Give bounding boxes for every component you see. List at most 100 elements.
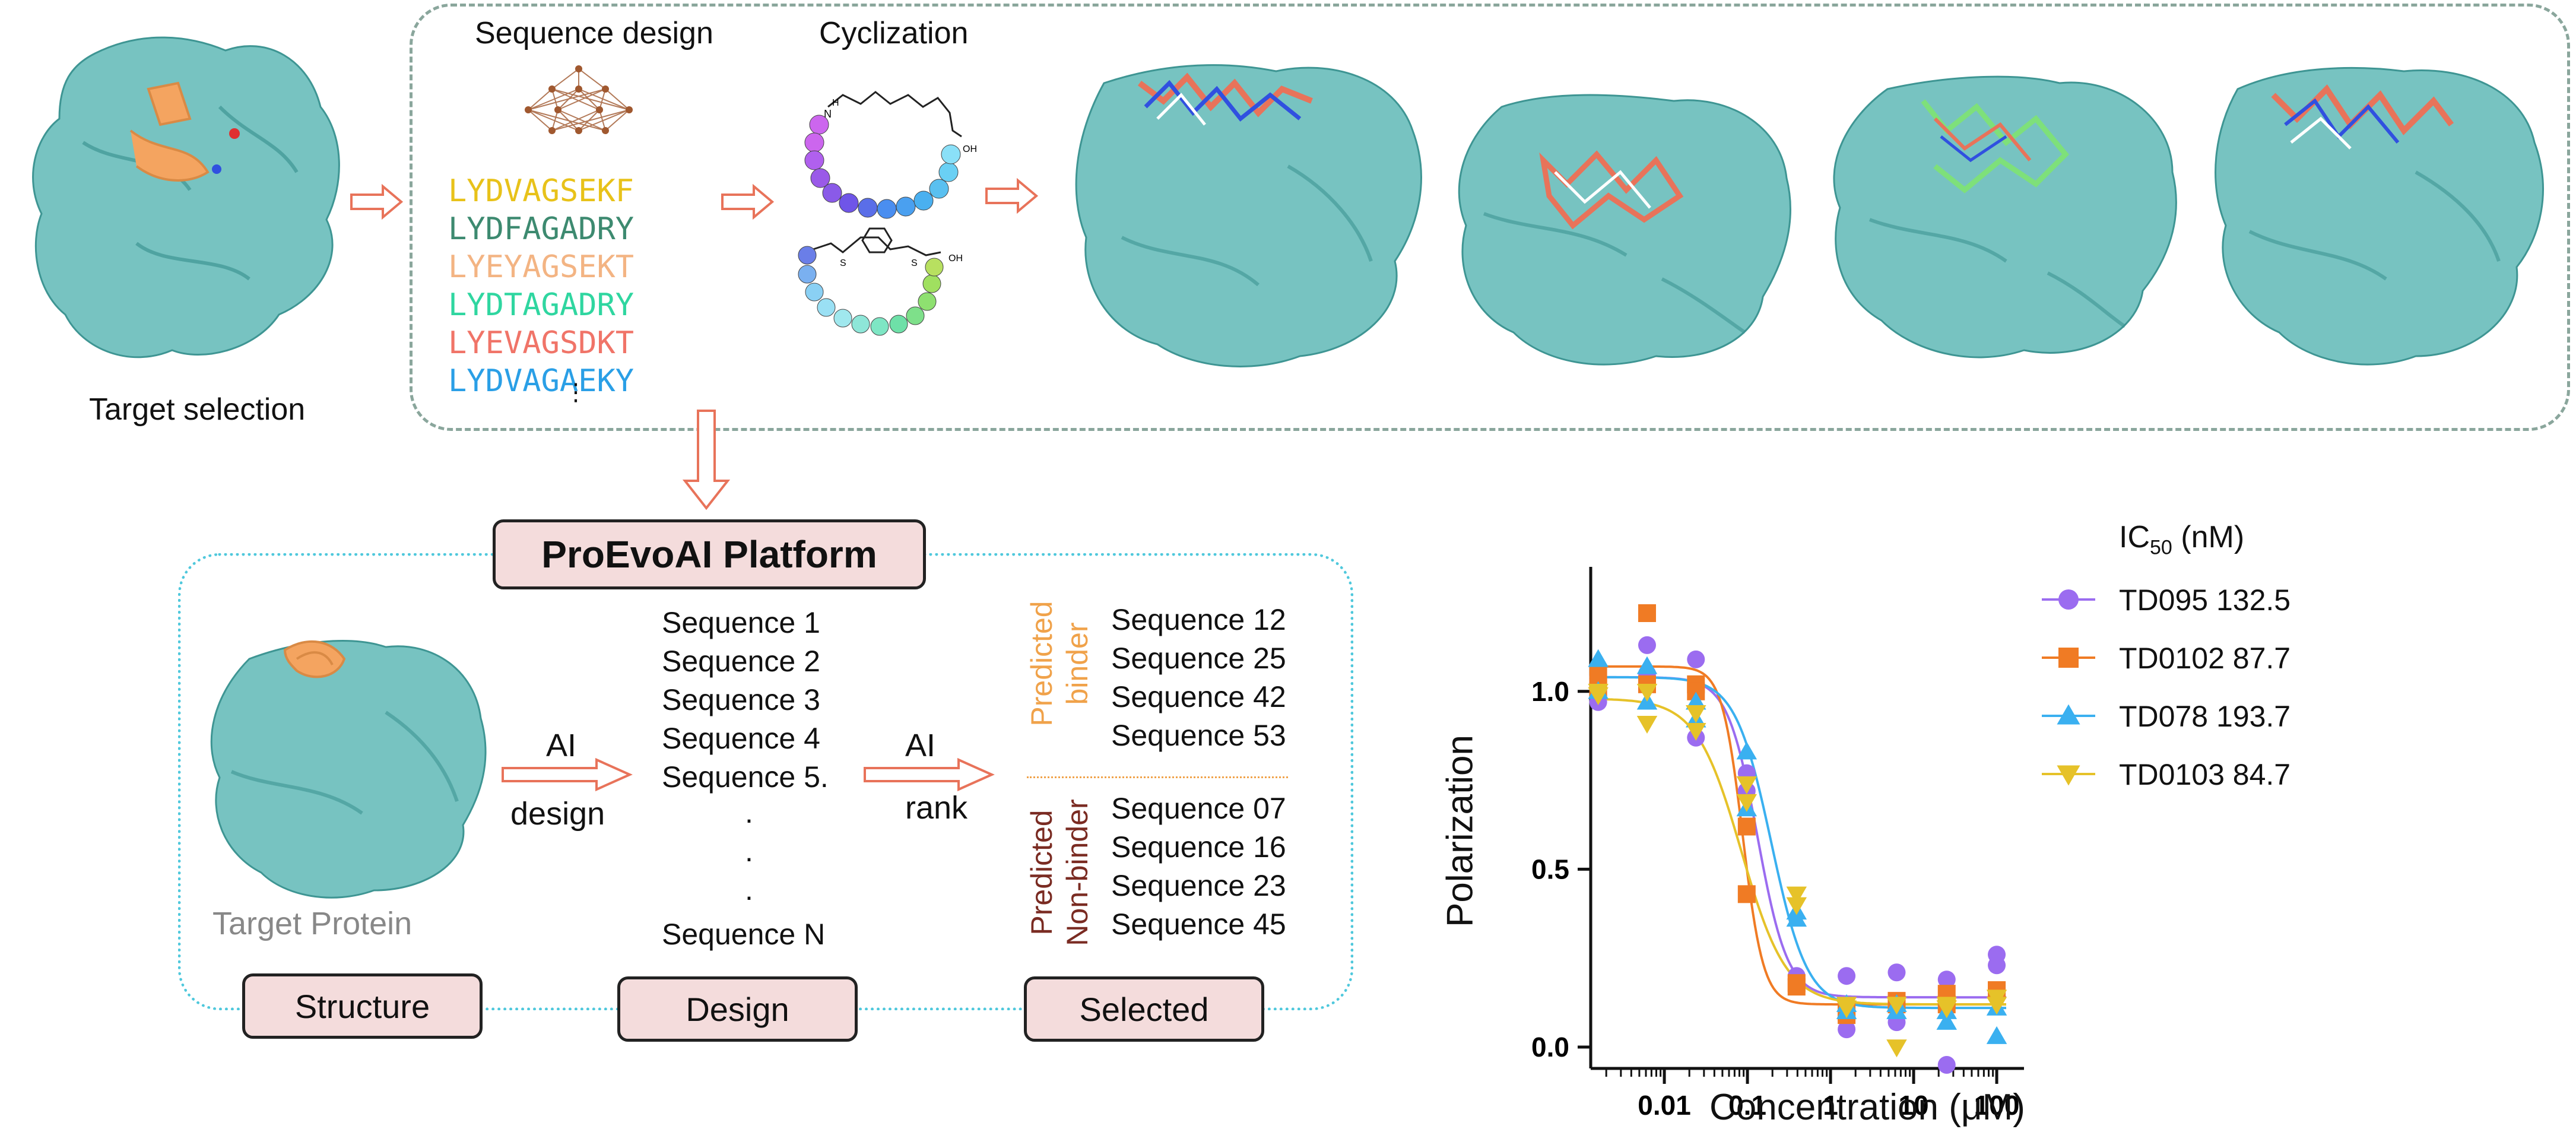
data-point-TD0103	[1836, 1000, 1857, 1019]
data-point-TD0103	[1686, 705, 1706, 724]
platform-title-badge: ProEvoAI Platform	[493, 519, 926, 589]
sequence-1: LYDFAGADRY	[448, 211, 635, 247]
docked-structure-4	[2215, 66, 2544, 366]
docked-structure-3	[1833, 75, 2177, 359]
data-point-TD0102	[1638, 604, 1656, 622]
data-point-TD078	[1636, 656, 1658, 674]
chem-oh-1: OH	[963, 144, 977, 154]
fit-curve-TD0103	[1590, 697, 2006, 1006]
chem-h: H	[832, 98, 839, 108]
legend-marker-TD0103	[2057, 765, 2080, 786]
predicted-binder-line1: Predicted	[1025, 601, 1058, 727]
legend-title-sub: 50	[2150, 536, 2172, 559]
target-protein-image	[210, 640, 487, 899]
y-tick-label: 0.5	[1531, 854, 1569, 884]
ai-rank-rank: rank	[905, 790, 968, 826]
chem-n: N	[824, 108, 832, 120]
data-point-TD0103	[1736, 794, 1757, 812]
sequence-list-item: Sequence 4	[662, 722, 820, 755]
nonbinder-sequence: Sequence 23	[1111, 869, 1286, 902]
chem-s-2: S	[911, 258, 918, 268]
predicted-nonbinder-line2: Non-binder	[1061, 799, 1094, 946]
sequence-list-item: Sequence 5.	[662, 760, 829, 794]
data-point-TD0102	[1737, 885, 1756, 903]
data-point-TD0103	[1636, 715, 1658, 734]
legend-entry-TD0102: TD0102 87.7	[2119, 642, 2291, 675]
ai-design-ai: AI	[546, 728, 577, 763]
chem-s-1: S	[840, 258, 846, 268]
platform-title: ProEvoAI Platform	[541, 533, 877, 576]
stage-structure-label: Structure	[294, 987, 430, 1025]
chem-oh-2: OH	[948, 253, 963, 264]
data-point-TD0102	[1737, 817, 1756, 836]
sequence-list-item: Sequence 3	[662, 683, 820, 716]
fit-curve-TD078	[1591, 675, 2006, 1010]
legend-marker-TD095	[2058, 589, 2079, 610]
sequence-5: LYDVAGAEKY	[448, 363, 635, 399]
data-point-TD0103	[1936, 1000, 1958, 1019]
target-selection-label: Target selection	[89, 392, 306, 427]
x-tick-label: 0.01	[1638, 1090, 1691, 1121]
data-point-TD0103	[1686, 722, 1706, 741]
y-tick-label: 0.0	[1531, 1032, 1569, 1062]
sequence-0: LYDVAGSEKF	[448, 173, 635, 209]
legend-entry-TD0103: TD0103 84.7	[2119, 758, 2291, 791]
target-protein-label: Target Protein	[212, 906, 413, 941]
ai-rank-ai: AI	[905, 728, 936, 763]
ai-design-design: design	[510, 796, 605, 832]
legend-entry-TD095: TD095 132.5	[2119, 583, 2291, 617]
data-point-TD0103	[1588, 684, 1609, 702]
sequence-dot: .	[745, 873, 753, 906]
legend-entry-TD078: TD078 193.7	[2119, 700, 2291, 733]
data-point-TD0103	[1736, 776, 1757, 794]
docked-structure-1	[1075, 64, 1422, 367]
legend-marker-TD0102	[2058, 648, 2079, 668]
legend-title-main: IC	[2119, 520, 2150, 554]
data-point-TD0103	[1886, 997, 1907, 1015]
arrow-right-3	[985, 177, 1039, 214]
legend-title-unit: (nM)	[2172, 520, 2245, 554]
legend-marker-TD078	[2057, 704, 2080, 725]
data-point-TD078	[1588, 649, 1609, 667]
binder-sequence: Sequence 25	[1111, 642, 1286, 675]
arrow-ai-design	[502, 757, 633, 792]
data-point-TD095	[1887, 963, 1906, 982]
chart-y-label: Polarization	[1439, 735, 1481, 927]
data-point-TD0102	[1589, 664, 1607, 683]
arrow-down	[682, 410, 731, 510]
arrow-right-1	[350, 183, 404, 220]
data-point-TD078	[1936, 1011, 1958, 1030]
sequence-list-item: Sequence 1	[662, 606, 820, 639]
chart-x-label: Concentration (μM)	[1709, 1087, 2025, 1128]
data-point-TD095	[1638, 636, 1656, 654]
binder-sequence: Sequence 12	[1111, 603, 1286, 636]
data-point-TD095	[1988, 956, 2006, 975]
sequence-list-last: Sequence N	[662, 918, 826, 951]
data-point-TD0103	[1786, 897, 1807, 915]
stage-selected-label: Selected	[1079, 990, 1209, 1028]
stage-selected: Selected	[1024, 976, 1264, 1042]
generation-panel	[410, 4, 2570, 431]
binder-divider	[1027, 776, 1288, 778]
y-tick-label: 1.0	[1531, 676, 1569, 707]
data-point-TD095	[1838, 1020, 1856, 1039]
x-tick-label: 1	[1823, 1090, 1838, 1121]
data-point-TD095	[1937, 970, 1956, 989]
docked-structure-2	[1458, 94, 1791, 366]
binder-sequence: Sequence 42	[1111, 680, 1286, 713]
sequence-2: LYEYAGSEKT	[448, 249, 635, 285]
stage-design: Design	[617, 976, 858, 1042]
x-tick-label: 0.1	[1728, 1090, 1766, 1121]
arrow-ai-rank	[864, 757, 995, 792]
data-point-TD095	[1687, 650, 1705, 668]
data-point-TD095	[1937, 1056, 1956, 1074]
sequence-dot: .	[745, 835, 753, 868]
nonbinder-sequence: Sequence 16	[1111, 830, 1286, 864]
data-point-TD095	[1838, 967, 1856, 985]
data-point-TD0103	[1786, 886, 1807, 905]
stage-design-label: Design	[686, 990, 789, 1028]
sequence-3: LYDTAGADRY	[448, 287, 635, 323]
legend-title: IC50 (nM)	[2119, 519, 2244, 559]
